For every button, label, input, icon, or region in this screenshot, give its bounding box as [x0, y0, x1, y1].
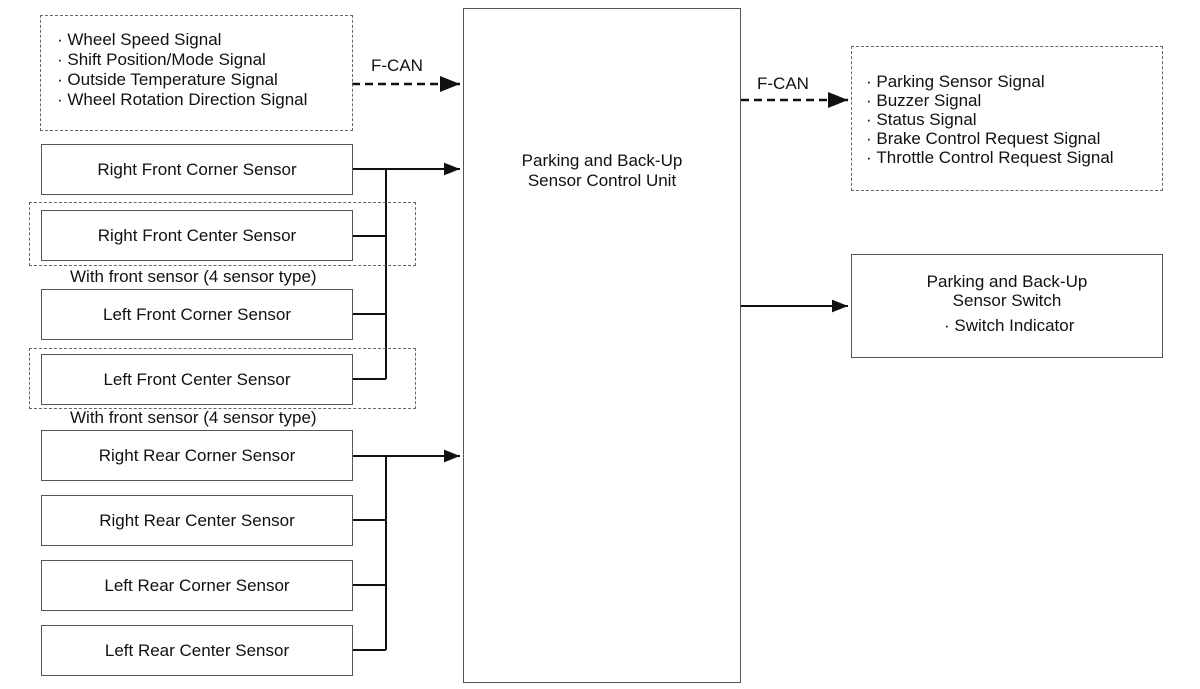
output-signals-list: Parking Sensor Signal Buzzer Signal Stat…	[866, 72, 1114, 167]
control-unit-title-line: Parking and Back-Up	[521, 151, 683, 170]
sensor-switch-title-line: Parking and Back-Up	[926, 272, 1088, 291]
sensor-box-left-rear-corner: Left Rear Corner Sensor	[41, 560, 353, 611]
optional-note: With front sensor (4 sensor type)	[70, 408, 317, 427]
input-bus-label: F-CAN	[371, 56, 423, 75]
input-signal-item: Wheel Rotation Direction Signal	[57, 90, 307, 110]
optional-group-right-front-center	[29, 202, 416, 266]
sensor-label: Left Rear Corner Sensor	[104, 575, 290, 595]
optional-group-left-front-center	[29, 348, 416, 409]
sensor-label: Left Front Corner Sensor	[102, 304, 292, 324]
control-unit-box: Parking and Back-Up Sensor Control Unit	[463, 8, 741, 683]
sensor-label: Left Rear Center Sensor	[104, 640, 290, 660]
sensor-box-right-rear-corner: Right Rear Corner Sensor	[41, 430, 353, 481]
input-signals-list: Wheel Speed Signal Shift Position/Mode S…	[57, 30, 307, 110]
sensor-box-left-front-center: Left Front Center Sensor	[41, 354, 353, 405]
input-signals-group	[40, 15, 353, 131]
sensor-box-left-rear-center: Left Rear Center Sensor	[41, 625, 353, 676]
control-unit-title: Parking and Back-Up Sensor Control Unit	[464, 151, 740, 191]
control-unit-title-line: Sensor Control Unit	[527, 171, 677, 190]
sensor-label: Right Front Center Sensor	[97, 225, 297, 245]
bullet: ·	[944, 316, 955, 335]
optional-note: With front sensor (4 sensor type)	[70, 267, 317, 286]
switch-indicator-item: · Switch Indicator	[944, 316, 1074, 335]
output-signal-item: Throttle Control Request Signal	[866, 148, 1113, 167]
output-signals-group	[851, 46, 1163, 191]
sensor-label: Right Rear Center Sensor	[99, 510, 295, 530]
input-signal-item: Wheel Speed Signal	[57, 30, 307, 50]
output-signal-item: Status Signal	[866, 110, 1114, 129]
input-signal-item: Outside Temperature Signal	[57, 70, 307, 90]
sensor-label: Right Front Corner Sensor	[97, 159, 297, 179]
sensor-box-right-rear-center: Right Rear Center Sensor	[41, 495, 353, 546]
sensor-switch-box: Parking and Back-Up Sensor Switch · Swit…	[851, 254, 1163, 358]
output-signal-item: Brake Control Request Signal	[866, 129, 1114, 148]
rear-sensor-bus	[352, 449, 460, 651]
front-sensor-bus	[352, 162, 460, 380]
sensor-box-right-front-center: Right Front Center Sensor	[41, 210, 353, 261]
sensor-label: Left Front Center Sensor	[103, 369, 291, 389]
sensor-box-right-front-corner: Right Front Corner Sensor	[41, 144, 353, 195]
output-signal-item: Buzzer Signal	[866, 91, 1114, 110]
sensor-box-left-front-corner: Left Front Corner Sensor	[41, 289, 353, 340]
output-signal-item: Parking Sensor Signal	[866, 72, 1114, 91]
sensor-switch-title: Parking and Back-Up Sensor Switch	[852, 272, 1162, 310]
input-signal-item: Shift Position/Mode Signal	[57, 50, 307, 70]
output-bus-label: F-CAN	[757, 74, 809, 93]
sensor-label: Right Rear Corner Sensor	[98, 445, 296, 465]
sensor-switch-title-line: Sensor Switch	[952, 291, 1062, 310]
switch-indicator-label: Switch Indicator	[954, 316, 1075, 335]
